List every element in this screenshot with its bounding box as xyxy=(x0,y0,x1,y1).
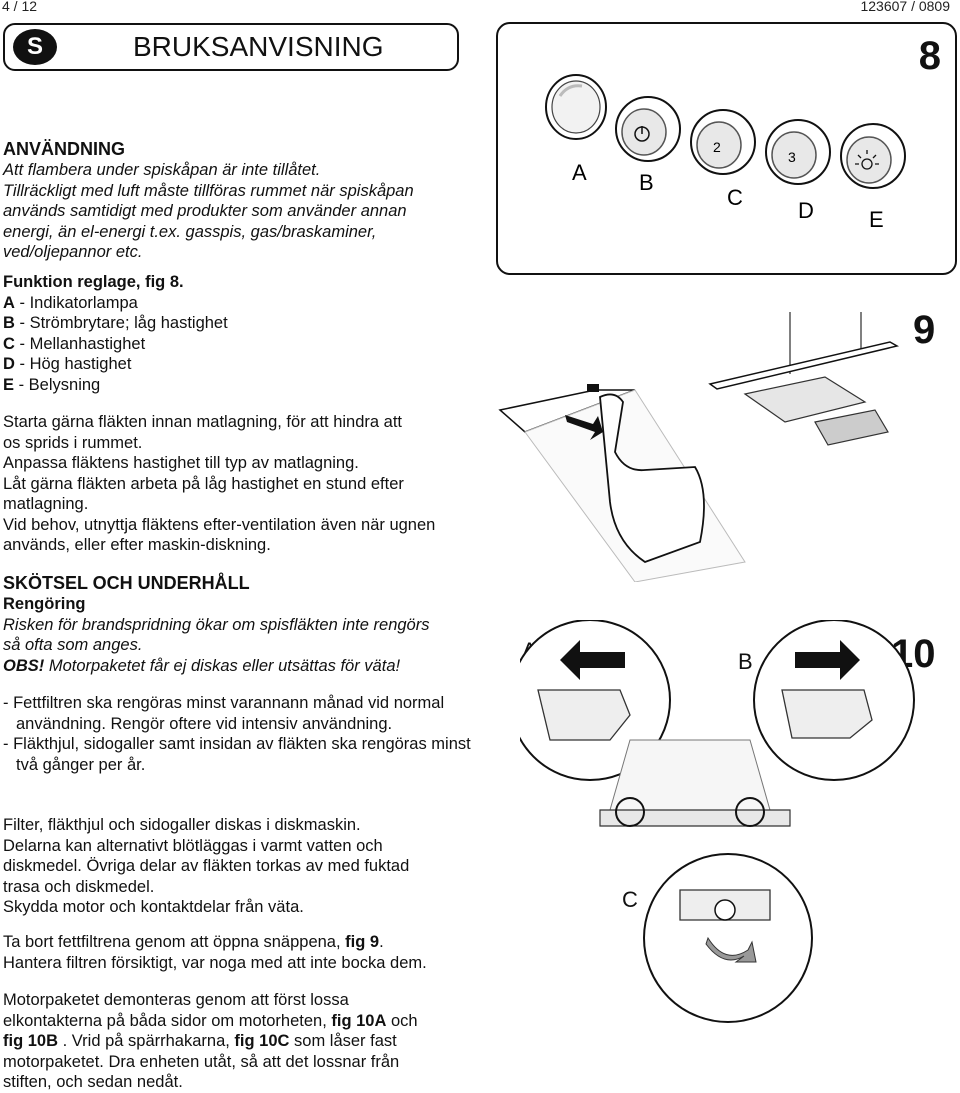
knob-d xyxy=(765,119,831,185)
fig-10b-ref: fig 10B xyxy=(3,1032,59,1050)
dish-line: trasa och diskmedel. xyxy=(3,877,155,896)
control-item: C - Mellanhastighet xyxy=(3,334,481,355)
fig-10c-ref: fig 10C xyxy=(234,1032,290,1050)
dishwasher-section: Filter, fläkthjul och sidogaller diskas … xyxy=(3,815,481,918)
filter-line: Ta bort fettfiltrena genom att öppna snä… xyxy=(3,932,481,953)
tip-line: matlagning. xyxy=(3,495,89,513)
fig8-label-b: B xyxy=(639,170,654,195)
motor-text: som låser fast xyxy=(289,1032,397,1050)
filter-text: Ta bort fettfiltrena genom att öppna snä… xyxy=(3,933,346,951)
motor-line: Motorpaketet demonteras genom att först … xyxy=(3,991,349,1009)
control-key: C xyxy=(3,334,15,353)
control-desc: - Strömbrytare; låg hastighet xyxy=(14,314,228,332)
dish-line: diskmedel. Övriga delar av fläkten torka… xyxy=(3,857,410,875)
usage-section: ANVÄNDNING Att flambera under spiskåpan … xyxy=(3,138,481,263)
motor-text: elkontakterna på båda sidor om motorhete… xyxy=(3,1011,332,1030)
warning-line: energi, än el-energi t.ex. gasspis, gas/… xyxy=(3,222,377,241)
fig10-label-b: B xyxy=(738,649,753,674)
motor-line: motorpaketet. Dra enheten utåt, så att d… xyxy=(3,1052,400,1071)
knob-e xyxy=(840,123,906,189)
filter-text-end: . xyxy=(379,933,384,951)
bullet-text: Fettfiltren ska rengöras minst varannann… xyxy=(13,694,445,733)
dish-line: Skydda motor och kontaktdelar från väta. xyxy=(3,898,304,916)
care-section: SKÖTSEL OCH UNDERHÅLL Rengöring Risken f… xyxy=(3,572,481,676)
language-badge: S xyxy=(13,29,57,65)
motor-line: fig 10B . Vrid på spärrhakarna, fig 10C … xyxy=(3,1031,481,1052)
obs-label: OBS! xyxy=(3,656,45,675)
fig-10a-ref: fig 10A xyxy=(331,1011,387,1030)
figure-8-panel: 2 3 A B C D E 8 xyxy=(496,22,957,275)
control-desc: - Belysning xyxy=(14,375,101,394)
tip-line: os sprids i rummet. xyxy=(3,433,143,452)
control-desc: - Mellanhastighet xyxy=(14,334,146,353)
controls-section: Funktion reglage, fig 8. A - Indikatorla… xyxy=(3,272,481,395)
tip-line: Låt gärna fläkten arbeta på låg hastighe… xyxy=(3,474,404,493)
filter-line-2: Hantera filtren försiktigt, var noga med… xyxy=(3,953,427,972)
control-desc: - Hög hastighet xyxy=(14,355,132,373)
knob-b xyxy=(615,96,681,162)
fig8-label-e: E xyxy=(869,207,884,232)
motor-section: Motorpaketet demonteras genom att först … xyxy=(3,990,481,1093)
control-item: D - Hög hastighet xyxy=(3,354,481,375)
warning-line: Att flambera under spiskåpan är inte til… xyxy=(3,161,321,179)
tip-line: Anpassa fläktens hastighet till typ av m… xyxy=(3,454,359,472)
bullet-item: - Fläkthjul, sidogaller samt insidan av … xyxy=(3,735,471,774)
tip-line: Starta gärna fläkten innan matlagning, f… xyxy=(3,413,402,431)
page-title: BRUKSANVISNING xyxy=(133,31,384,62)
motor-text: . Vrid på spärrhakarna, xyxy=(58,1032,235,1050)
obs-text: Motorpaketet får ej diskas eller utsätta… xyxy=(44,656,401,675)
motor-line: elkontakterna på båda sidor om motorhete… xyxy=(3,1011,481,1032)
warning-line: ved/oljepannor etc. xyxy=(3,243,143,261)
fig-9-ref: fig 9 xyxy=(345,933,380,951)
motor-line: stiften, och sedan nedåt. xyxy=(3,1073,183,1091)
fig8-label-a: A xyxy=(572,160,587,185)
control-desc: - Indikatorlampa xyxy=(14,293,138,312)
dish-line: Delarna kan alternativt blötläggas i var… xyxy=(3,836,383,855)
fig10-label-c: C xyxy=(622,887,638,912)
dish-line: Filter, fläkthjul och sidogaller diskas … xyxy=(3,816,361,834)
indicator-lamp xyxy=(545,74,607,140)
control-key: B xyxy=(3,314,15,332)
fire-warning-line: så ofta som anges. xyxy=(3,636,143,654)
control-item: A - Indikatorlampa xyxy=(3,293,481,314)
control-key: D xyxy=(3,355,15,373)
control-key: A xyxy=(3,293,15,312)
motor-text: och xyxy=(386,1011,418,1030)
fig8-label-d: D xyxy=(798,198,814,223)
filter-removal-illustration xyxy=(498,312,900,582)
knob-c-mark: 2 xyxy=(713,139,721,155)
control-item: B - Strömbrytare; låg hastighet xyxy=(3,313,481,334)
title-frame xyxy=(3,23,459,71)
knob-d-mark: 3 xyxy=(788,149,796,165)
page-number: 4 / 12 xyxy=(2,0,38,14)
figure-8-number: 8 xyxy=(918,34,941,78)
bullet-item: - Fettfiltren ska rengöras minst varanna… xyxy=(3,694,445,733)
document-code: 123607 / 0809 xyxy=(860,0,950,14)
tips-section: Starta gärna fläkten innan matlagning, f… xyxy=(3,412,481,556)
care-heading: SKÖTSEL OCH UNDERHÅLL xyxy=(3,573,250,593)
warning-line: Tillräckligt med luft måste tillföras ru… xyxy=(3,181,414,200)
knob-c xyxy=(690,109,756,175)
controls-heading: Funktion reglage, fig 8. xyxy=(3,273,184,291)
control-key: E xyxy=(3,375,15,394)
tip-line: används, eller efter maskin-diskning. xyxy=(3,536,271,554)
figure-9-number: 9 xyxy=(913,308,936,352)
bullet-text: Fläkthjul, sidogaller samt insidan av fl… xyxy=(13,735,471,774)
obs-line: OBS! Motorpaketet får ej diskas eller ut… xyxy=(3,656,481,677)
fire-warning-line: Risken för brandspridning ökar om spisfl… xyxy=(3,615,430,634)
control-item: E - Belysning xyxy=(3,375,481,396)
motor-removal-illustration xyxy=(520,620,915,1023)
cleaning-subheading: Rengöring xyxy=(3,595,86,613)
warning-line: används samtidigt med produkter som anvä… xyxy=(3,202,407,220)
tip-line: Vid behov, utnyttja fläktens efter-venti… xyxy=(3,515,436,534)
filter-section: Ta bort fettfiltrena genom att öppna snä… xyxy=(3,932,481,973)
control-knobs-illustration: 2 3 A B C D E xyxy=(545,74,906,232)
usage-heading: ANVÄNDNING xyxy=(3,139,126,159)
fig8-label-c: C xyxy=(727,185,743,210)
care-bullets: - Fettfiltren ska rengöras minst varanna… xyxy=(3,693,473,775)
